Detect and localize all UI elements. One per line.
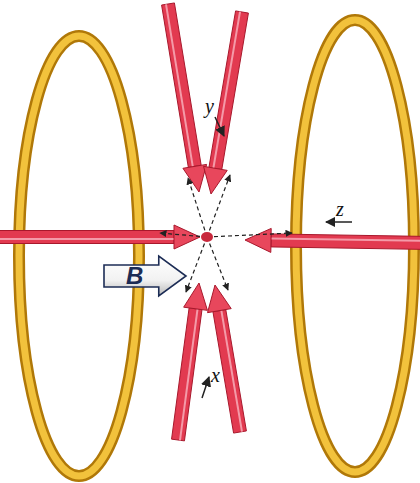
arrow-outline xyxy=(102,254,188,298)
arrow-shape xyxy=(104,256,186,296)
beam-arrowhead xyxy=(245,228,271,252)
beam-direction xyxy=(207,237,228,290)
axis-label: z xyxy=(336,199,344,219)
coil-ring xyxy=(19,36,139,476)
beam-highlight xyxy=(0,238,174,240)
field-arrow: B xyxy=(102,254,188,298)
axis-arrow xyxy=(215,117,224,136)
coil-ring xyxy=(19,36,139,476)
beam-highlight xyxy=(166,4,193,166)
beam-arrowhead xyxy=(183,164,207,192)
axis-label: y xyxy=(205,96,214,116)
laser-beam xyxy=(209,11,248,170)
beam-highlight xyxy=(180,309,198,440)
laser-beam xyxy=(271,234,420,250)
laser-beam xyxy=(162,3,202,167)
laser-beam xyxy=(172,308,202,441)
atom-cloud xyxy=(201,232,213,242)
axis-label: x xyxy=(211,365,220,385)
beam-direction xyxy=(160,233,207,237)
beam-arrowhead xyxy=(184,283,208,310)
beam-highlight xyxy=(221,310,242,431)
beam-arrowhead xyxy=(174,225,200,249)
beam-direction xyxy=(207,175,230,237)
beam-highlight xyxy=(213,12,240,168)
field-label: B xyxy=(126,264,143,288)
axis-arrow xyxy=(326,221,352,223)
laser-beam xyxy=(0,231,174,244)
beam-arrowhead xyxy=(204,166,228,194)
axis-arrow xyxy=(202,377,209,398)
beam-direction xyxy=(188,178,207,237)
beam-direction xyxy=(207,233,292,237)
beam-direction xyxy=(186,237,207,292)
beam-highlight xyxy=(271,238,420,241)
